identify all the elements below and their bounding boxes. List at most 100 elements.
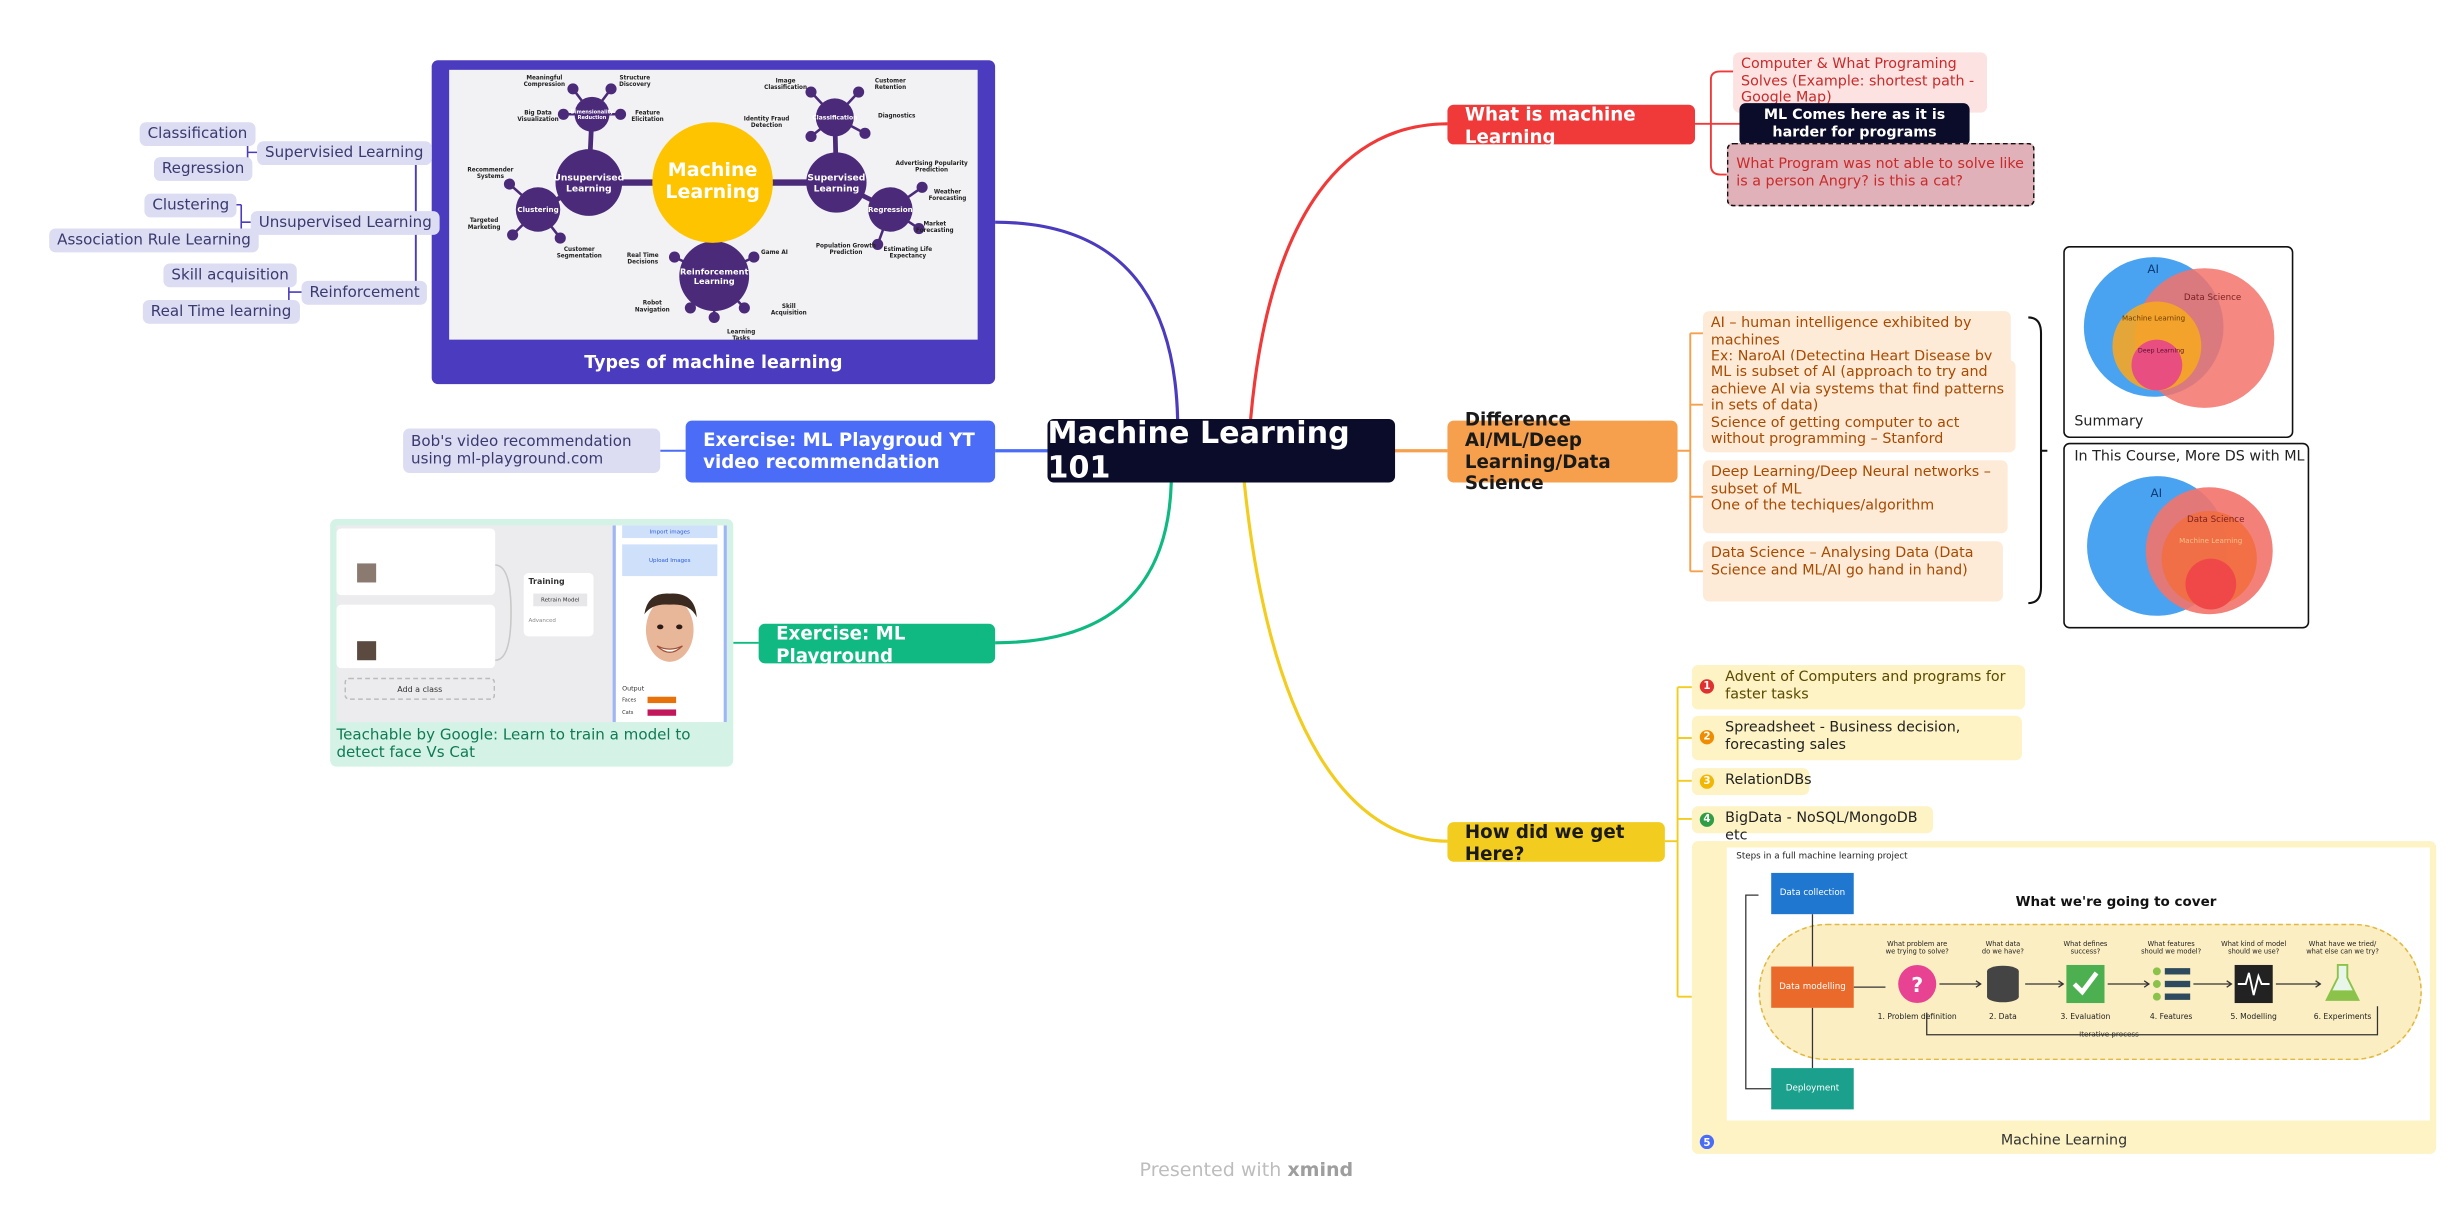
deployment-box: Deployment (1771, 1068, 1854, 1110)
leaf-real-time-learning[interactable]: Real Time learning (142, 299, 300, 324)
spoke-dot-1 (605, 83, 617, 95)
spoke-dot-8 (853, 86, 865, 98)
data-collection-box: Data collection (1771, 872, 1854, 915)
presented-with-footer[interactable]: Presented with xmind (1139, 1158, 1354, 1181)
how-item-1[interactable]: 1 Advent of Computers and programs for f… (1691, 664, 2026, 710)
group-unsupervised[interactable]: Unsupervised Learning (250, 211, 440, 235)
retrain-button[interactable]: Retrain Model (533, 593, 588, 607)
topic-difference[interactable]: Difference AI/ML/Deep Learning/Data Scie… (1447, 409, 1678, 493)
hub-label-reg: Regression (868, 205, 913, 214)
webcam-face-preview (644, 593, 697, 662)
features-dot-2 (2152, 992, 2161, 1001)
difference-item-ds[interactable]: Data Science – Analysing Data (Data Scie… (1702, 541, 2003, 602)
summary-ai-label: AI (2147, 261, 2160, 277)
iterative-return-line (1926, 1006, 2379, 1036)
add-class-button[interactable]: Add a class (344, 677, 496, 700)
what-is-item-1[interactable]: Computer & What Programing Solves (Examp… (1733, 52, 1988, 113)
output-row-faces-label: Faces (622, 696, 637, 704)
thumb-cat-1 (357, 641, 377, 661)
topic-how-did-we-get-here[interactable]: How did we get Here? (1447, 820, 1665, 864)
question-mark-glyph: ? (1911, 973, 1923, 997)
topic-exercise-yt[interactable]: Exercise: ML Playgroud YT video recommen… (685, 420, 996, 483)
advanced-toggle[interactable]: Advanced (528, 617, 556, 624)
leaf-regression[interactable]: Regression (153, 157, 253, 181)
difference-item-ml[interactable]: ML is subset of AI (approach to try and … (1702, 360, 2016, 453)
leaf-skill-acquisition[interactable]: Skill acquisition (163, 263, 297, 288)
hub-unsup (555, 149, 623, 216)
upload-images-button[interactable]: Import images (622, 525, 718, 539)
number-2-icon: 2 (1699, 730, 1715, 745)
hub-label-cls: Classification (812, 115, 857, 122)
cover-title: What we're going to cover (2015, 895, 2217, 911)
leaf-association-rule[interactable]: Association Rule Learning (49, 228, 259, 253)
what-is-item-3[interactable]: What Program was not able to solve like … (1726, 142, 2035, 207)
course-venn-card[interactable]: In This Course, More DS with ML AI Data … (2063, 442, 2310, 629)
modelling-wave (2237, 972, 2270, 996)
how-item-3[interactable]: 3 RelationDBs (1691, 768, 1812, 796)
topic-exercise-playground[interactable]: Exercise: ML Playground (758, 621, 996, 666)
step-label-3: 3. Evaluation (2061, 1012, 2111, 1021)
spoke-dot-14 (668, 251, 681, 263)
ml-steps-card[interactable]: Steps in a full machine learning project… (1691, 841, 2437, 1154)
spoke-dot-11 (916, 181, 928, 193)
satellite-label-10: Diagnostics (878, 113, 916, 119)
how-item-2[interactable]: 2 Spreadsheet - Business decision, forec… (1691, 715, 2022, 761)
flask-liquid (2326, 990, 2359, 1000)
leaf-classification[interactable]: Classification (139, 122, 256, 147)
summary-ml-label: Machine Learning (2121, 315, 2186, 324)
step-arrowhead-2 (2058, 980, 2065, 988)
leaf-clustering[interactable]: Clustering (144, 193, 238, 218)
step-question-6: What have we tried/what else can we try? (2306, 940, 2379, 956)
what-is-item-2[interactable]: ML Comes here as it is harder for progra… (1739, 103, 1970, 147)
course-ai-label: AI (2150, 485, 2163, 500)
spoke-dot-15 (748, 251, 760, 263)
collection-to-deployment-line (1745, 894, 1772, 1090)
playground-links (495, 564, 512, 662)
features-bar-2 (2164, 993, 2191, 1000)
topic-what-is-ml[interactable]: What is machine Learning (1447, 102, 1696, 147)
spoke-dot-0 (567, 83, 579, 95)
hub-sup (806, 152, 867, 213)
output-row-cats-label: Cats (622, 709, 634, 716)
import-images-panel[interactable]: Upload Images (622, 544, 718, 577)
how-item-4[interactable]: 4 BigData - NoSQL/MongoDB etc (1691, 806, 1934, 844)
center-circle (652, 122, 773, 243)
output-title: Output (622, 684, 645, 692)
spoke-dot-4 (503, 178, 516, 190)
checkmark-glyph (2072, 971, 2099, 996)
step-arrowhead-3 (2143, 980, 2151, 988)
summary-caption: Summary (2074, 414, 2144, 431)
central-topic[interactable]: Machine Learning 101 (1047, 416, 1396, 486)
spoke-dot-12 (913, 222, 925, 235)
types-caption: Types of machine learning (584, 352, 843, 373)
step-label-6: 6. Experiments (2314, 1012, 2372, 1021)
exercise-yt-note[interactable]: Bob's video recommendation using ml-play… (403, 428, 661, 474)
difference-item-dl[interactable]: Deep Learning/Deep Neural networks – sub… (1702, 460, 2008, 534)
group-reinforcement[interactable]: Reinforcement (301, 280, 428, 305)
playground-card[interactable]: Add a class Training Retrain Model Advan… (330, 518, 734, 767)
group-supervised[interactable]: Supervisied Learning (257, 141, 432, 166)
spoke-dot-2 (557, 108, 569, 120)
summary-venn-card[interactable]: AI Data Science Machine Learning Deep Le… (2063, 246, 2294, 439)
step-label-5: 5. Modelling (2230, 1012, 2277, 1021)
